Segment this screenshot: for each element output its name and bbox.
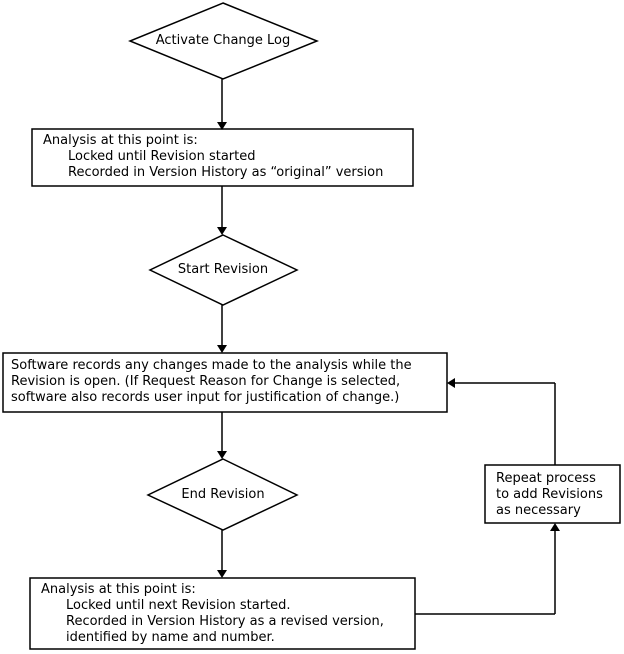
process-analysis-revised-text: Analysis at this point is: Locked until … [41,582,384,646]
text-line: Software records any changes made to the… [11,358,412,373]
text-line: Analysis at this point is: [43,133,198,148]
text-line: Locked until Revision started [68,149,256,164]
text-line: Recorded in Version History as “original… [68,165,384,180]
process-software-records-shape [2,352,448,413]
text-line: as necessary [496,503,581,518]
annotation-repeat-process-text: Repeat process to add Revisions as neces… [496,471,603,519]
decision-end-revision-label: End Revision [181,487,265,502]
process-analysis-original-text: Analysis at this point is: Locked until … [43,133,383,181]
decision-start-revision-label: Start Revision [177,262,269,277]
arrowhead-into-software-records-right [447,378,455,388]
arrowhead-into-repeat-process [550,523,560,531]
decision-activate-change-log-label: Activate Change Log [155,33,291,48]
decision-activate-change-log-shape [128,2,320,80]
arrowhead-into-end-revision [217,451,227,459]
text-line: identified by name and number. [66,630,275,645]
process-software-records-text: Software records any changes made to the… [11,358,412,406]
decision-start-revision-shape [148,234,299,306]
arrowhead-into-analysis-original [217,122,227,130]
arrowhead-into-start-revision [217,227,227,235]
text-line: Revision is open. (If Request Reason for… [11,374,401,389]
text-line: to add Revisions [496,487,603,502]
text-line: software also records user input for jus… [11,390,400,405]
arrowhead-into-software-records [217,345,227,353]
text-line: Repeat process [496,471,596,486]
text-line: Locked until next Revision started. [66,598,291,613]
decision-end-revision-shape [146,458,299,531]
text-line: Analysis at this point is: [41,582,196,597]
arrowhead-into-analysis-revised [217,570,227,578]
text-line: Recorded in Version History as a revised… [66,614,384,629]
annotation-repeat-process-shape [484,464,621,524]
